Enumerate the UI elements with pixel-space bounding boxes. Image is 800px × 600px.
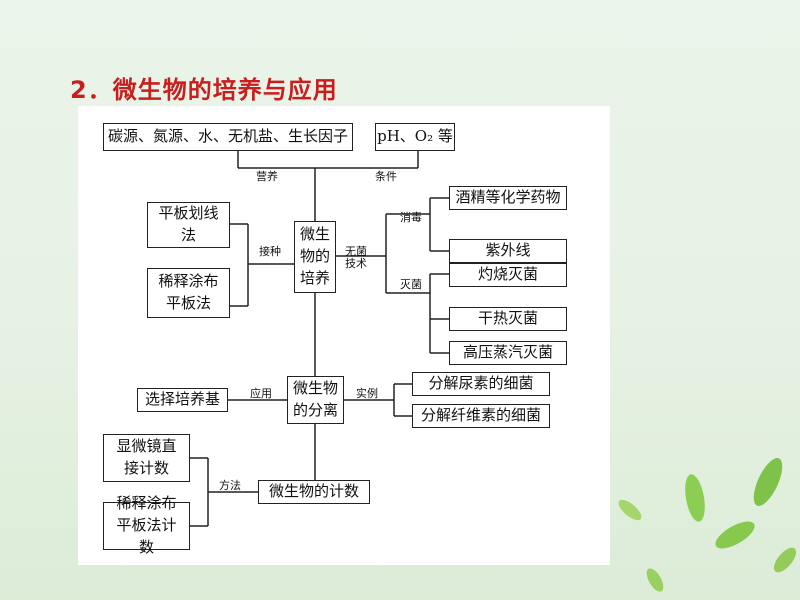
nutrients-box: 碳源、氮源、水、无机盐、生长因子 [103,123,353,151]
counting-box: 微生物的计数 [258,480,370,504]
selective-medium-box: 选择培养基 [137,388,228,412]
cellulose-bacteria-box: 分解纤维素的细菌 [412,404,550,428]
urea-bacteria-box: 分解尿素的细菌 [412,372,550,396]
conditions-box: pH、O₂ 等 [375,123,455,151]
concept-map-panel: 碳源、氮源、水、无机盐、生长因子 pH、O₂ 等 平板划线法 稀释涂布平板法 微… [78,106,610,565]
nutrition-label: 营养 [256,170,278,183]
uv-box: 紫外线 [449,239,567,263]
autoclave-box: 高压蒸汽灭菌 [449,341,567,365]
spread-plate-box: 稀释涂布平板法 [147,268,230,318]
streak-plate-box: 平板划线法 [147,202,230,248]
example-label: 实例 [356,387,378,400]
dry-heat-box: 干热灭菌 [449,307,567,331]
disinfection-label: 消毒 [400,211,422,224]
page-title: 2．微生物的培养与应用 [70,76,338,104]
connector-lines [190,151,449,527]
condition-label: 条件 [375,170,397,183]
leaves-decoration [618,458,797,592]
leaf-icon [646,568,664,592]
leaf-icon [685,474,705,522]
microscope-count-box: 显微镜直接计数 [103,434,190,482]
application-label: 应用 [250,387,272,400]
method-label: 方法 [219,479,241,492]
sterilization-label: 灭菌 [400,278,422,291]
alcohol-box: 酒精等化学药物 [449,186,567,210]
leaf-icon [773,547,797,573]
aseptic-label: 无菌技术 [345,245,367,271]
burn-box: 灼烧灭菌 [449,263,567,287]
inoculation-label: 接种 [259,245,281,258]
leaf-icon [618,499,642,521]
culture-box: 微生物的培养 [294,221,336,293]
leaf-icon [753,458,783,506]
separation-box: 微生物的分离 [287,376,344,424]
leaf-icon [715,521,755,549]
dilution-count-box: 稀释涂布平板法计数 [103,494,190,556]
